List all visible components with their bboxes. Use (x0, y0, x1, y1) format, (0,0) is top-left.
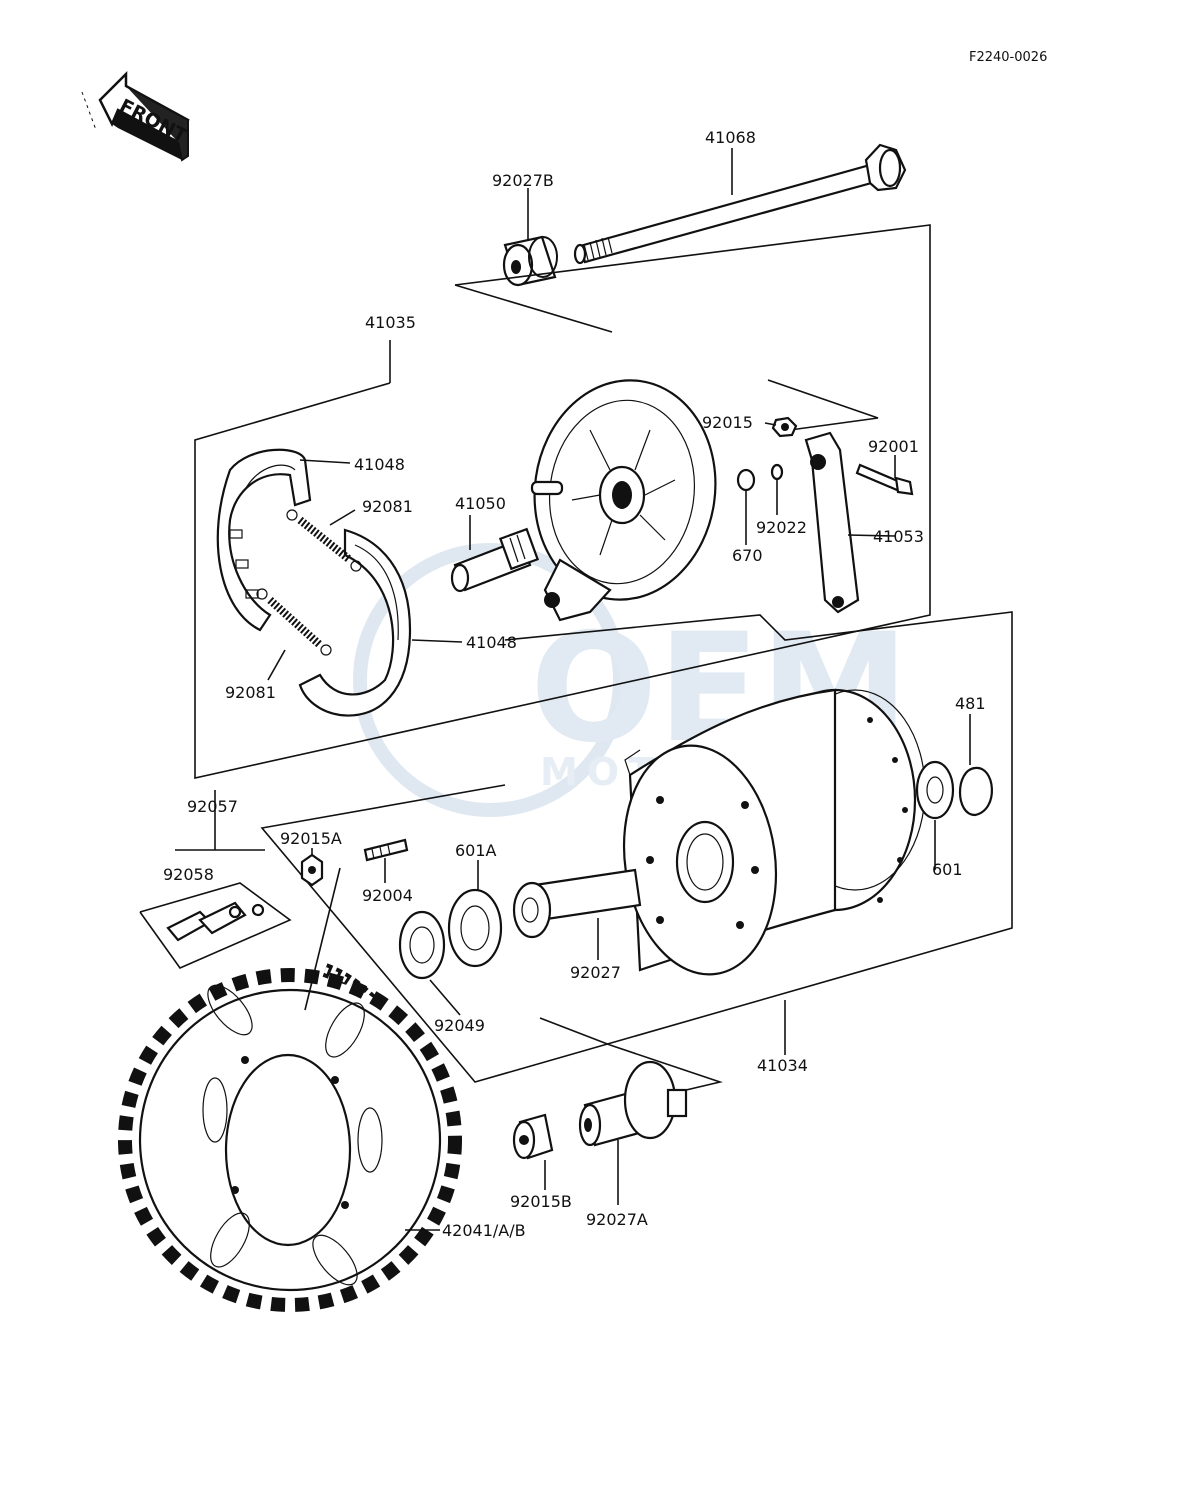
chain-frame (139, 790, 292, 969)
label-92027: 92027 (570, 963, 621, 982)
sleeve-92027 (512, 868, 642, 939)
front-arrow-icon: FRONT (81, 70, 190, 162)
rear-hub-41034 (622, 688, 926, 976)
label-92057: 92057 (187, 797, 238, 816)
label-41048-top: 41048 (354, 455, 405, 474)
label-481: 481 (955, 694, 986, 713)
label-92015B: 92015B (510, 1192, 572, 1211)
label-41035: 41035 (365, 313, 416, 332)
bearing-601 (915, 760, 955, 820)
master-link-92058 (166, 901, 265, 942)
washer-92022 (770, 463, 784, 481)
bearing-601A (447, 888, 503, 968)
part-labels: 41068 92027B 41035 41048 92081 41050 920… (163, 128, 986, 1240)
spring-92081-bottom (256, 588, 332, 656)
frame-hub-assembly (260, 611, 1013, 1109)
brake-panel (530, 379, 717, 622)
label-41068: 41068 (705, 128, 756, 147)
circlip-481 (958, 766, 993, 817)
collar-92027A (578, 1060, 688, 1147)
label-92015A: 92015A (280, 829, 342, 848)
label-41034: 41034 (757, 1056, 808, 1075)
label-670: 670 (732, 546, 763, 565)
spring-92081-top (286, 509, 362, 572)
collar-92027B (502, 235, 558, 287)
drawing-code: F2240-0026 (969, 50, 1047, 65)
label-92049: 92049 (434, 1016, 485, 1035)
label-601: 601 (932, 860, 963, 879)
frame-brake-assembly (194, 224, 931, 779)
label-92058: 92058 (163, 865, 214, 884)
label-92004: 92004 (362, 886, 413, 905)
label-41048-bottom: 41048 (466, 633, 517, 652)
nut-92015B (512, 1113, 554, 1160)
nut-92015 (771, 416, 798, 438)
label-92022: 92022 (756, 518, 807, 537)
label-41053: 41053 (873, 527, 924, 546)
label-92027A: 92027A (586, 1210, 648, 1229)
label-92081-top: 92081 (362, 497, 413, 516)
label-92001: 92001 (868, 437, 919, 456)
nut-92015A (300, 853, 324, 887)
label-92081-bottom: 92081 (225, 683, 276, 702)
brake-shoe-top-41048 (216, 448, 312, 632)
washer-670 (736, 468, 756, 492)
brake-shoe-bottom-41048 (298, 528, 412, 717)
label-92027B: 92027B (492, 171, 554, 190)
cam-lever-41053 (804, 431, 860, 614)
oil-seal-92049 (398, 910, 446, 980)
brake-cam-41050 (450, 527, 540, 593)
leader-lines (267, 148, 971, 1231)
label-41050: 41050 (455, 494, 506, 513)
sprocket-42041 (118, 968, 462, 1312)
label-42041: 42041/A/B (442, 1221, 526, 1240)
label-92015: 92015 (702, 413, 753, 432)
stud-92004 (363, 838, 409, 862)
label-601A: 601A (455, 841, 497, 860)
axle-41068 (573, 143, 907, 265)
bolt-92001 (855, 463, 914, 496)
